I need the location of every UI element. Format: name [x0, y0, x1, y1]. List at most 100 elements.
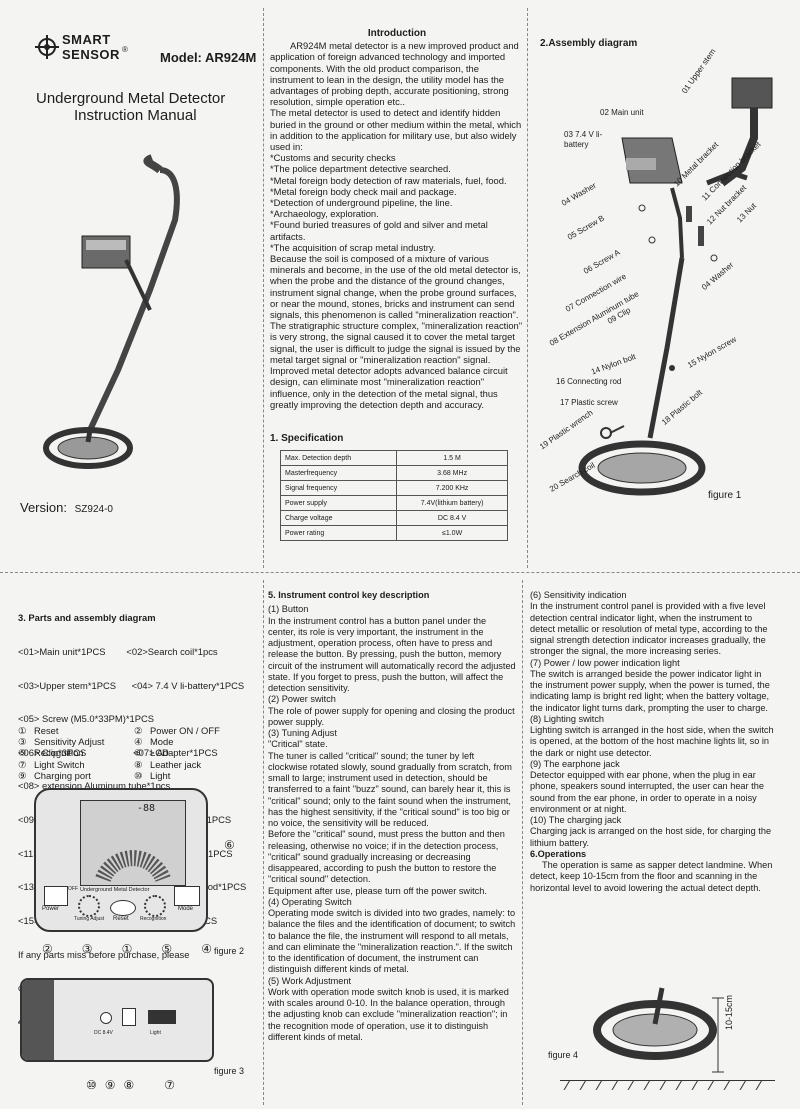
spec-heading: 1. Specification [270, 433, 344, 444]
intro-section: Introduction AR924M metal detector is a … [270, 28, 524, 410]
feature-num: ① [18, 725, 27, 736]
jack-label-dc: DC 8.4V [94, 1030, 113, 1036]
callout: ⑧ [123, 1078, 135, 1092]
parts-line: If any parts miss before purchase, pleas… [18, 948, 190, 960]
parts-line: <08> extension Aluminum tube*1pcs [18, 780, 171, 792]
feature-label: LCD [150, 747, 169, 759]
feature-label: Leather jack [150, 758, 202, 770]
light-switch[interactable] [148, 1010, 176, 1024]
earphone-jack[interactable] [100, 1012, 112, 1024]
control-section: 5. Instrument control key description (1… [268, 590, 516, 1043]
callout: ⑩ [86, 1078, 97, 1092]
spec-value: 3.68 MHz [396, 465, 508, 481]
version-label: Version: SZ924-0 [20, 500, 113, 515]
fold-line [522, 580, 523, 1105]
logo-icon [35, 35, 59, 59]
reset-button[interactable] [110, 900, 136, 916]
spec-value: 7.4V(lithium battery) [396, 495, 508, 511]
fold-line [527, 8, 528, 568]
model-label: Model: AR924M [160, 50, 257, 65]
side-view-figure: DC 8.4V Light [20, 978, 214, 1062]
spec-value: ≤1.0W [396, 525, 508, 541]
parts-line: <03>Upper stem*1PCS <04> 7.4 V li-batter… [18, 679, 245, 691]
part-label: 03 7.4 V li-battery [564, 130, 608, 150]
intro-bullet: *Archaeology, exploration. [270, 208, 379, 220]
spec-key: Power supply [279, 495, 398, 511]
intro-paragraph: The stratigraphic structure complex, "mi… [270, 320, 523, 410]
more-subheading: (10) The charging jack [530, 815, 622, 825]
more-subheading: (8) Lighting switch [530, 713, 605, 724]
jack-label-light: Light [150, 1030, 161, 1036]
more-paragraph: Lighting switch is arranged in the host … [530, 725, 774, 758]
parts-line: <06> Clip*3PCS <07> Adapter*1PCS [18, 746, 218, 758]
control-paragraph: Equipment after use, please turn off the… [268, 885, 487, 896]
reset-label: Reset [113, 916, 129, 922]
mode-button[interactable] [174, 886, 200, 906]
version-key: Version: [20, 500, 67, 515]
figure-1-label: figure 1 [708, 490, 742, 501]
callout: ⑦ [164, 1078, 176, 1092]
feature-num: ⑦ [18, 758, 27, 770]
part-label: 02 Main unit [600, 108, 644, 117]
charging-port[interactable] [122, 1008, 136, 1026]
recognition-knob[interactable] [144, 895, 166, 917]
callout: ② [42, 942, 53, 956]
lcd-digits: -88 [136, 803, 155, 814]
recognition-label: Recognition [140, 916, 167, 922]
more-paragraph: Detector equipped with ear phone, when t… [530, 770, 764, 814]
lcd-screen: -88 [80, 800, 186, 886]
spec-key: Charge voltage [279, 510, 398, 526]
feature-num: ③ [18, 736, 27, 748]
feature-label: Reset [34, 725, 59, 736]
spec-key: Max. Detection depth [279, 450, 398, 466]
intro-paragraph: The metal detector is used to detect and… [270, 107, 522, 153]
intro-paragraph: Because the soil is composed of a mixtur… [270, 253, 521, 321]
control-heading: 5. Instrument control key description [268, 590, 430, 600]
more-subheading: (9) The earphone jack [530, 758, 620, 769]
version-value: SZ924-0 [74, 504, 113, 515]
mode-label: Mode [178, 906, 194, 912]
more-paragraph: Charging jack is arranged on the host si… [530, 826, 772, 848]
control-subheading: (3) Tuning Adjust [268, 728, 337, 738]
control-paragraph: "Critical" state. [268, 739, 328, 750]
more-paragraph: The operation is same as sapper detect l… [530, 860, 773, 893]
more-section: (6) Sensitivity indication In the instru… [530, 590, 776, 894]
spec-key: Power rating [279, 525, 398, 541]
more-paragraph: The switch is arranged beside the power … [530, 668, 770, 713]
control-paragraph: The tuner is called "critical" sound; th… [268, 750, 512, 829]
parts-line: <05> Screw (M5.0*33PM)*1PCS [18, 713, 154, 725]
part-label: 16 Connecting rod [556, 377, 622, 386]
feature-num: ⑥ [134, 747, 143, 759]
power-button[interactable] [44, 886, 68, 906]
intro-paragraph: AR924M metal detector is a new improved … [270, 40, 519, 108]
feature-label: Sensitivity Adjust [34, 736, 105, 748]
control-subheading: (4) Operating Switch [268, 896, 352, 907]
callout: ⑤ [161, 942, 173, 956]
callout: ⑥ [224, 838, 235, 852]
spec-key: Signal frequency [279, 480, 398, 496]
control-paragraph: In the instrument control has a button p… [268, 615, 516, 694]
control-subheading: (1) Button [268, 604, 309, 615]
control-subheading: (2) Power switch [268, 694, 336, 705]
control-subheading: (5) Work Adjustment [268, 975, 352, 986]
feature-label: Light [150, 769, 171, 781]
figure-4-coil [593, 987, 724, 1073]
feature-num: ⑤ [18, 747, 27, 759]
off-label: OFF [68, 886, 78, 892]
fold-line [263, 8, 264, 568]
figure-4-dimension: 10-15cm [724, 994, 734, 1030]
tuning-knob[interactable] [78, 895, 100, 917]
control-paragraph: Before the "critical" sound, must press … [268, 829, 505, 885]
cover-title-1: Underground Metal Detector [36, 90, 226, 107]
figure-3-label: figure 3 [214, 1066, 245, 1076]
ground-hatch [563, 1080, 763, 1090]
intro-heading: Introduction [367, 28, 427, 39]
registered-mark: ® [122, 45, 128, 54]
